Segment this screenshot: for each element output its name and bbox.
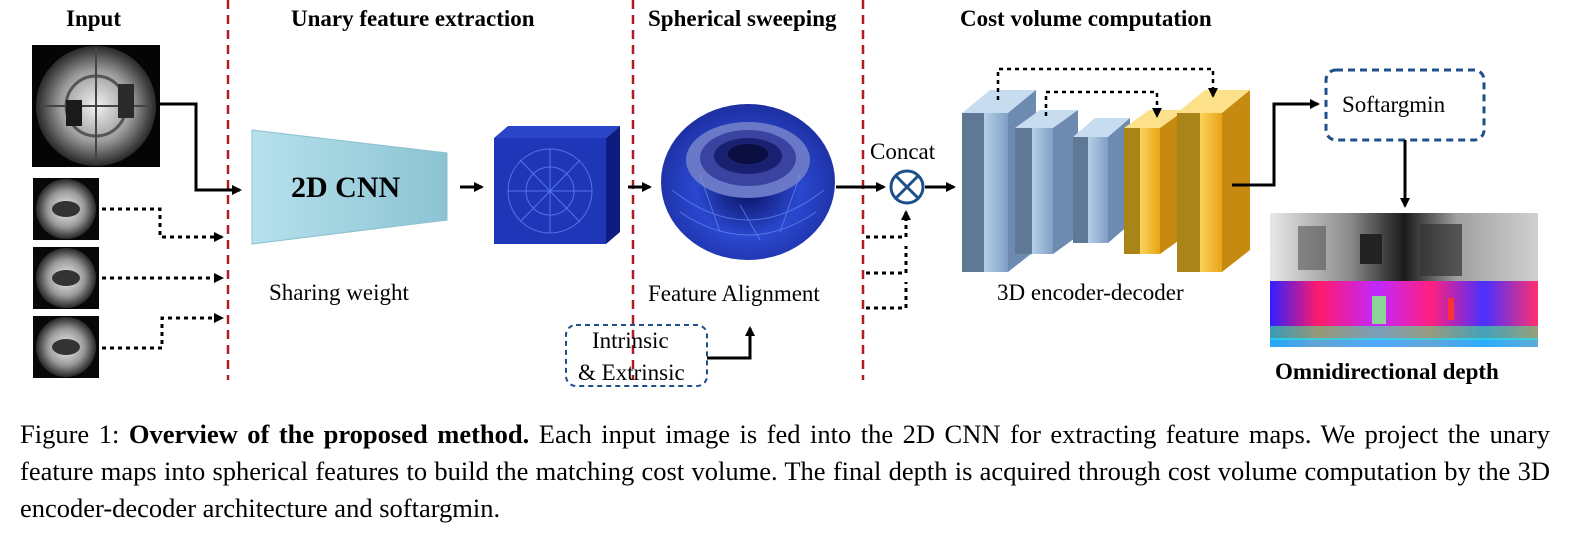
input-main-image xyxy=(32,45,160,167)
pipeline-diagram xyxy=(32,0,1538,387)
concat-label: Concat xyxy=(870,139,936,164)
concat-operator-icon xyxy=(889,169,925,205)
decoder-to-softargmin-arrow xyxy=(1232,99,1320,187)
extrinsic-label: & Extrinsic xyxy=(578,360,685,385)
section-dividers xyxy=(226,0,865,380)
intrinsic-extrinsic-box xyxy=(565,324,708,387)
encoder-decoder-blocks xyxy=(962,90,1250,272)
feature-map-cube xyxy=(494,126,620,244)
output-label: Omnidirectional depth xyxy=(1275,359,1499,384)
input-small-image-2 xyxy=(33,247,99,309)
softargmin-label: Softargmin xyxy=(1342,92,1446,117)
output-panorama xyxy=(1270,213,1538,281)
sharing-weight-label: Sharing weight xyxy=(269,280,409,305)
caption-text: Each input image is fed into the 2D CNN … xyxy=(20,419,1550,523)
caption-prefix: Figure 1: xyxy=(20,419,129,449)
section-title-sweep: Spherical sweeping xyxy=(648,6,837,31)
intrinsic-to-alignment-arrow xyxy=(707,326,755,360)
input-small-image-3 xyxy=(33,316,99,378)
caption-bold: Overview of the proposed method. xyxy=(128,419,530,449)
spherical-feature-volume xyxy=(661,104,835,260)
other-view-volume-arrows xyxy=(866,210,911,310)
cnn-block xyxy=(251,129,448,245)
skip-connections xyxy=(996,67,1218,118)
input-small-image-1 xyxy=(33,178,99,240)
input-arrows xyxy=(102,102,242,350)
encoder-decoder-label: 3D encoder-decoder xyxy=(997,280,1184,305)
cnn-label: 2D CNN xyxy=(291,171,401,204)
feature-alignment-label: Feature Alignment xyxy=(648,281,820,306)
intrinsic-label: Intrinsic xyxy=(592,328,669,353)
output-depth-map xyxy=(1270,281,1538,347)
section-title-input: Input xyxy=(66,6,121,31)
figure-caption: Figure 1: Overview of the proposed metho… xyxy=(20,416,1550,527)
section-title-unary: Unary feature extraction xyxy=(291,6,535,31)
section-title-cost: Cost volume computation xyxy=(960,6,1212,31)
